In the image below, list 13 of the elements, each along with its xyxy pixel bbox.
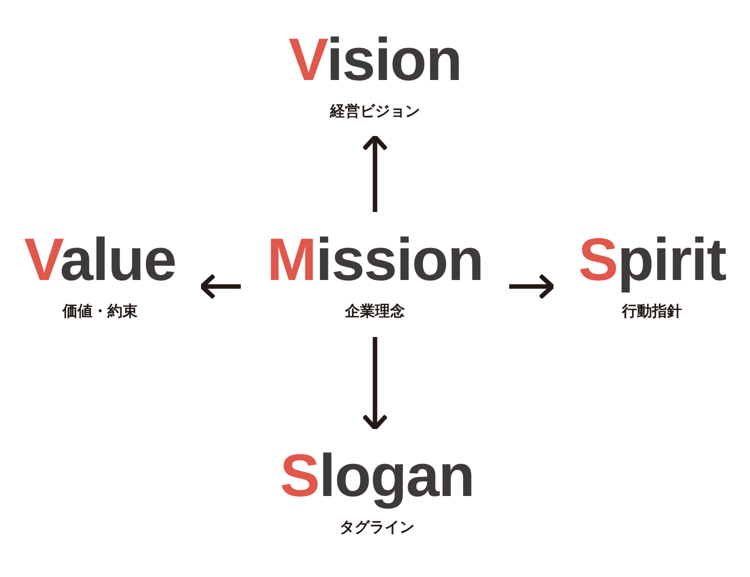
- concept-subtitle: 価値・約束: [62, 304, 138, 319]
- concept-title: Vision: [288, 30, 462, 90]
- concept-subtitle: タグライン: [340, 520, 414, 535]
- arrow: [509, 273, 555, 300]
- arrow: [362, 134, 388, 212]
- concept-subtitle: 行動指針: [622, 304, 682, 319]
- concept-subtitle: 経営ビジョン: [330, 104, 420, 119]
- concept-title: Spirit: [578, 230, 726, 290]
- arrow: [362, 337, 388, 430]
- concept-title: Value: [24, 230, 176, 290]
- concept-title: Mission: [266, 230, 484, 290]
- concept-subtitle: 企業理念: [345, 304, 405, 319]
- arrow: [200, 273, 241, 300]
